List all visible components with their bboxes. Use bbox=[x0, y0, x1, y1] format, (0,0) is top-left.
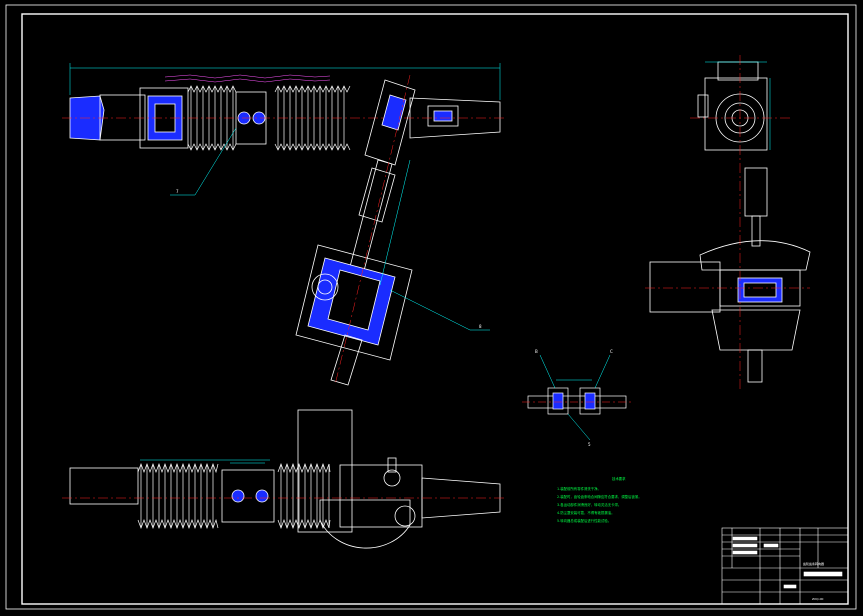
title-block bbox=[721, 527, 849, 605]
item-label-8: 8 bbox=[479, 324, 482, 329]
boot-profile-marks bbox=[164, 74, 331, 83]
leader-7 bbox=[170, 127, 237, 196]
right-tie-rod bbox=[409, 97, 501, 139]
drawing-title: 齿轮齿条转向器 bbox=[803, 561, 824, 566]
item-label-B: B bbox=[535, 349, 538, 354]
inclined-pinion-column bbox=[295, 74, 490, 386]
item-label-5: 5 bbox=[588, 442, 591, 447]
notes-line-2: 2.装配时，齿轮齿条啮合间隙应符合要求，调整后锁紧。 bbox=[557, 494, 642, 499]
notes-title: 技术要求 bbox=[612, 476, 626, 481]
bottom-view-rack-assembly bbox=[62, 409, 505, 549]
side-view-housing bbox=[645, 55, 811, 390]
bottom-left-bellows bbox=[137, 463, 219, 529]
notes-line-1: 1.装配前所有零件清洗干净。 bbox=[557, 486, 601, 491]
notes-line-4: 4.防尘罩安装可靠，不得有破损漏油。 bbox=[557, 510, 614, 515]
top-view-rack-assembly: 7 bbox=[62, 63, 505, 196]
drawing-number: ZXQ-00 bbox=[812, 597, 824, 601]
notes-line-5: 5.转向器总成装配后进行性能试验。 bbox=[557, 518, 611, 523]
notes-line-3: 3.各运动部件润滑良好，转动灵活无卡滞。 bbox=[557, 502, 621, 507]
overall-length-dimension bbox=[69, 63, 501, 100]
technical-notes: 技术要求 1.装配前所有零件清洗干净。 2.装配时，齿轮齿条啮合间隙应符合要求，… bbox=[557, 476, 642, 523]
item-label-7: 7 bbox=[176, 189, 179, 194]
drawing-frame bbox=[5, 4, 857, 610]
item-label-C: C bbox=[610, 349, 613, 354]
bottom-right-bellows bbox=[277, 463, 331, 529]
detail-view-coupling bbox=[522, 354, 632, 441]
